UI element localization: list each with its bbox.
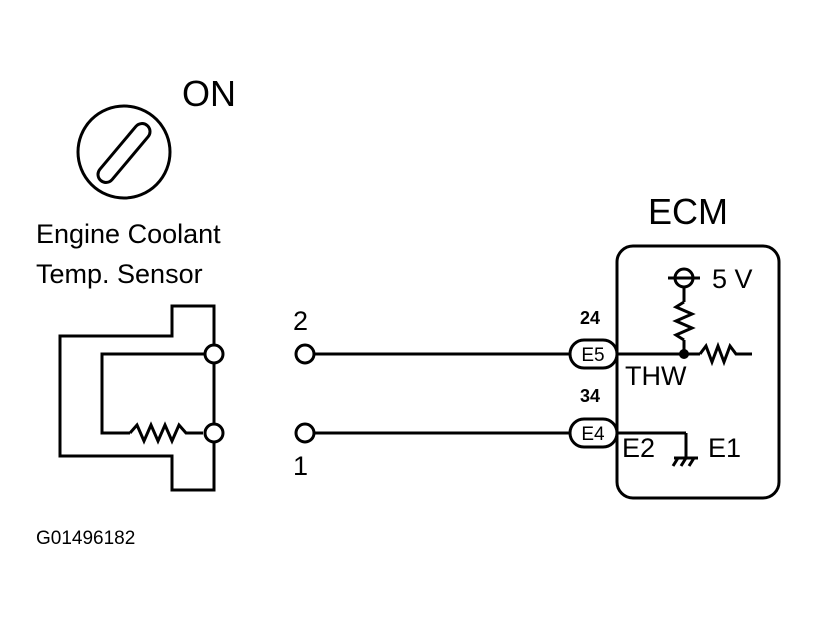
e2-signal-label: E2 [622,433,655,463]
sensor-terminal-1 [203,422,225,444]
sensor-name-line1: Engine Coolant [36,219,221,249]
sensor-internal-wire [100,352,214,435]
thw-signal-label: THW [625,361,687,391]
input-resistor-icon [698,341,752,367]
sensor-body [58,304,216,492]
ground-icon [671,456,698,467]
ignition-state-label: ON [182,73,236,114]
pullup-resistor-icon [672,300,696,342]
pin-number-24: 24 [580,308,600,328]
pin-label-1: 1 [293,451,308,481]
harness-terminal-1 [294,422,316,444]
supply-voltage-label: 5 V [712,264,753,294]
supply-terminal-icon [668,267,700,289]
pin-number-34: 34 [580,386,600,406]
pin-label-2: 2 [293,306,308,336]
junction-dot [679,349,689,359]
sensor-thermistor-icon [128,421,203,445]
ignition-switch-icon [76,104,172,200]
sensor-name-line2: Temp. Sensor [36,259,203,289]
connector-e5-label: E5 [581,345,604,366]
figure-code: G01496182 [36,528,135,549]
ecm-title: ECM [648,191,728,232]
e1-ground-label: E1 [708,433,741,463]
connector-e4-label: E4 [581,424,605,445]
harness-terminal-2 [294,343,316,365]
sensor-terminal-2 [203,343,225,365]
ecm-box [615,244,781,500]
